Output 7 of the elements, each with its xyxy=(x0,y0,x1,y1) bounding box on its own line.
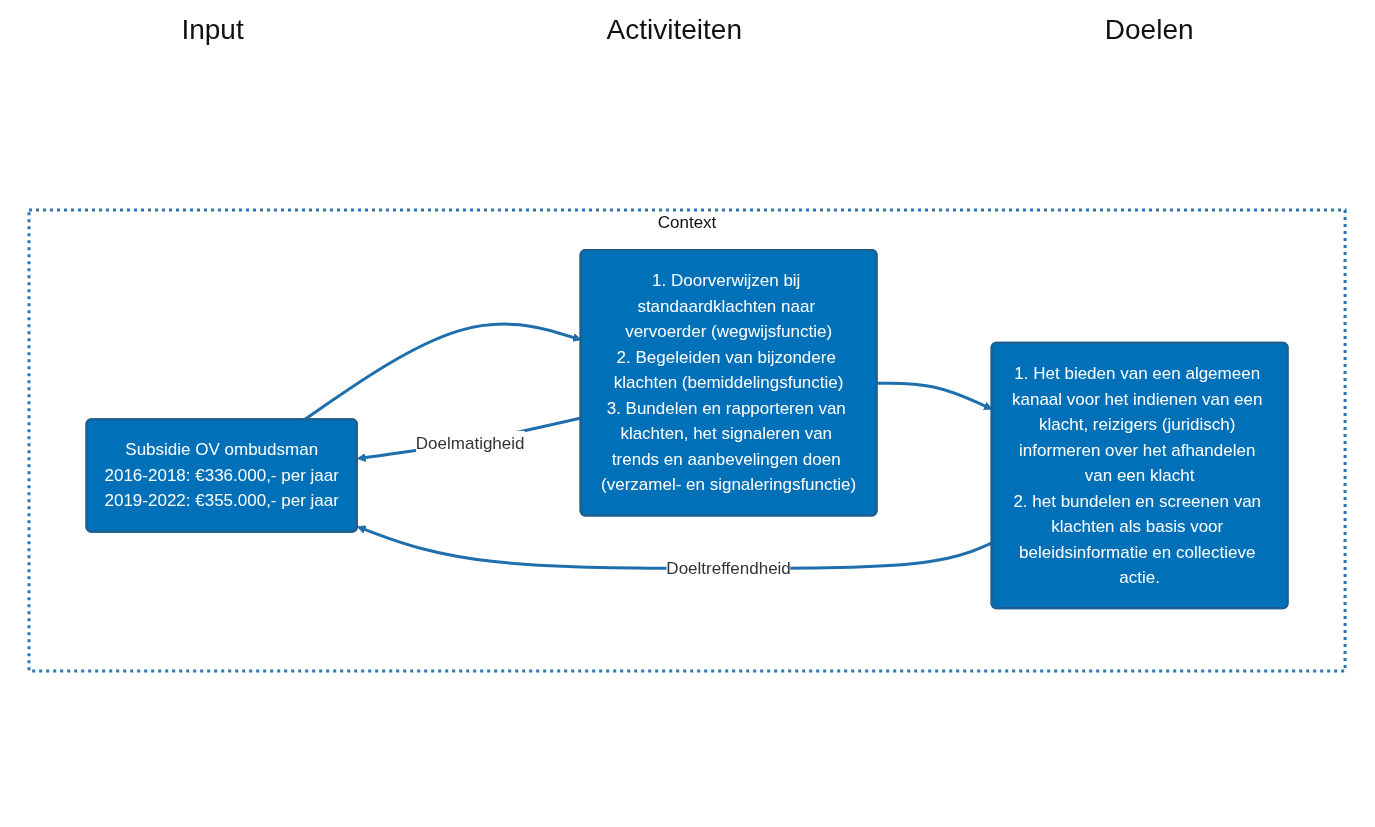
arrow xyxy=(877,381,993,410)
edge-label: Doelmatigheid xyxy=(416,433,525,453)
arrow xyxy=(357,416,582,462)
column-heading: Activiteiten xyxy=(606,14,742,46)
column-heading: Input xyxy=(181,14,244,46)
edge-label: Doeltreffendheid xyxy=(666,558,792,577)
column-heading: Doelen xyxy=(1104,14,1194,46)
